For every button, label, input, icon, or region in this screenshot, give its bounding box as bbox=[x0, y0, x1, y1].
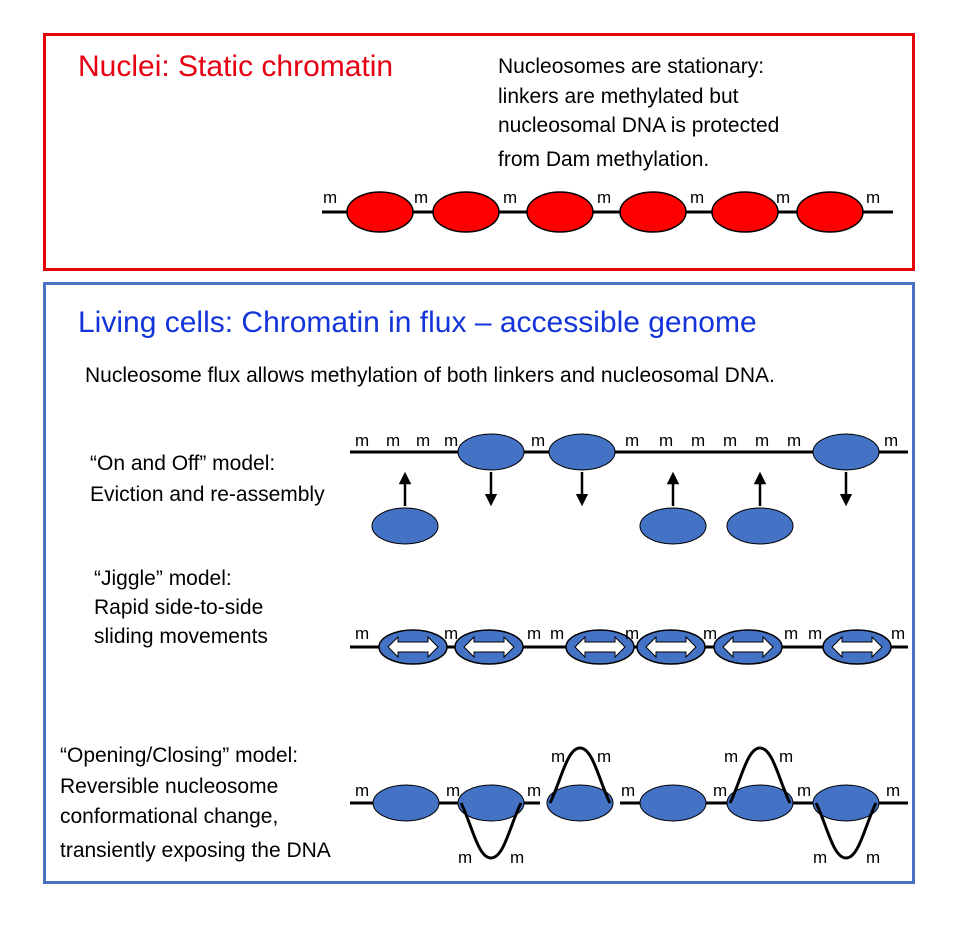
methyl-mark: m bbox=[531, 431, 545, 450]
nucleosome-red bbox=[711, 191, 779, 233]
jiggle-model-description-line-1: Rapid side-to-side bbox=[94, 596, 264, 619]
on-off-model-diagram: m m m m m m m m m m m m bbox=[350, 431, 908, 545]
nucleosome-red bbox=[796, 191, 864, 233]
nuclei-description-line-4: from Dam methylation. bbox=[498, 148, 710, 171]
methyl-mark: m bbox=[621, 781, 635, 800]
on-off-model-description: Eviction and re-assembly bbox=[90, 483, 325, 506]
methyl-mark: m bbox=[891, 624, 905, 643]
jiggle-model-title: “Jiggle” model: bbox=[94, 567, 232, 590]
methyl-mark: m bbox=[597, 188, 611, 207]
opening-nucleosome bbox=[726, 784, 794, 822]
evicted-nucleosome bbox=[726, 507, 794, 545]
nucleosome-blue bbox=[372, 784, 440, 822]
methyl-mark: m bbox=[813, 848, 827, 867]
methyl-mark: m bbox=[779, 747, 793, 766]
methyl-mark: m bbox=[355, 781, 369, 800]
exposed-dna-loop bbox=[548, 746, 612, 804]
methyl-mark: m bbox=[703, 624, 717, 643]
methyl-mark: m bbox=[625, 431, 639, 450]
opening-nucleosome bbox=[457, 784, 525, 822]
methyl-mark: m bbox=[444, 431, 458, 450]
opening-closing-model-description-line-3: transiently exposing the DNA bbox=[60, 839, 331, 862]
methyl-mark: m bbox=[355, 624, 369, 643]
nucleosome-red bbox=[432, 191, 500, 233]
sliding-nucleosome bbox=[454, 629, 524, 665]
nucleosome-red bbox=[346, 191, 414, 233]
methyl-mark: m bbox=[866, 848, 880, 867]
on-off-model-title: “On and Off” model: bbox=[90, 452, 276, 475]
methyl-marks: m m m m m m m m m m m m m m m bbox=[355, 747, 900, 867]
methyl-mark: m bbox=[625, 624, 639, 643]
methyl-mark: m bbox=[444, 624, 458, 643]
opening-nucleosome bbox=[546, 784, 614, 822]
methyl-mark: m bbox=[503, 188, 517, 207]
methyl-mark: m bbox=[691, 431, 705, 450]
living-cells-panel bbox=[43, 282, 915, 884]
methyl-mark: m bbox=[446, 781, 460, 800]
nucleosome-blue bbox=[812, 433, 880, 471]
evicted-nucleosome bbox=[371, 507, 439, 545]
exposed-dna-loop bbox=[728, 746, 792, 804]
nuclei-description-line-2: linkers are methylated but bbox=[498, 85, 739, 108]
sliding-nucleosome bbox=[378, 629, 448, 665]
opening-closing-model-description-line-2: conformational change, bbox=[60, 805, 279, 828]
methyl-mark: m bbox=[527, 624, 541, 643]
nucleosome-red bbox=[619, 191, 687, 233]
sliding-nucleosome bbox=[636, 629, 706, 665]
methyl-marks: m m m m m m m m m m m m bbox=[355, 431, 898, 450]
evicted-nucleosome bbox=[639, 507, 707, 545]
methyl-mark: m bbox=[724, 747, 738, 766]
methyl-mark: m bbox=[659, 431, 673, 450]
methyl-mark: m bbox=[355, 431, 369, 450]
methyl-mark: m bbox=[886, 781, 900, 800]
methyl-mark: m bbox=[787, 431, 801, 450]
methyl-mark: m bbox=[416, 431, 430, 450]
sliding-nucleosome bbox=[822, 629, 892, 665]
methyl-mark: m bbox=[866, 188, 880, 207]
sliding-nucleosome bbox=[713, 629, 783, 665]
methyl-mark: m bbox=[323, 188, 337, 207]
methyl-mark: m bbox=[723, 431, 737, 450]
methyl-mark: m bbox=[527, 781, 541, 800]
nuclei-panel bbox=[43, 33, 915, 271]
methyl-mark: m bbox=[690, 188, 704, 207]
static-chromatin-strand: m m m m m m m bbox=[322, 188, 893, 233]
opening-closing-model-diagram: m m m m m m m m m m m m m m m bbox=[350, 746, 908, 867]
methyl-mark: m bbox=[784, 624, 798, 643]
jiggle-model-diagram: m m m m m m m m m bbox=[350, 624, 908, 665]
methyl-mark: m bbox=[551, 747, 565, 766]
methyl-mark: m bbox=[755, 431, 769, 450]
nucleosome-blue bbox=[457, 433, 525, 471]
exposed-dna-loop bbox=[814, 802, 878, 860]
methyl-mark: m bbox=[550, 624, 564, 643]
opening-nucleosome bbox=[812, 784, 880, 822]
methyl-mark: m bbox=[597, 747, 611, 766]
jiggle-model-description-line-2: sliding movements bbox=[94, 625, 268, 648]
nuclei-description-line-1: Nucleosomes are stationary: bbox=[498, 55, 765, 78]
sliding-nucleosome bbox=[565, 629, 635, 665]
methyl-mark: m bbox=[797, 781, 811, 800]
methyl-mark: m bbox=[386, 431, 400, 450]
methyl-mark: m bbox=[776, 188, 790, 207]
nucleosome-blue bbox=[639, 784, 707, 822]
nuclei-title: Nuclei: Static chromatin bbox=[78, 50, 394, 83]
opening-closing-model-description-line-1: Reversible nucleosome bbox=[60, 775, 279, 798]
opening-closing-model-title: “Opening/Closing” model: bbox=[60, 744, 299, 767]
living-cells-subtitle: Nucleosome flux allows methylation of bo… bbox=[85, 364, 775, 387]
nuclei-description-line-3: nucleosomal DNA is protected bbox=[498, 114, 780, 137]
methyl-mark: m bbox=[713, 781, 727, 800]
methyl-mark: m bbox=[808, 624, 822, 643]
methyl-mark: m bbox=[884, 431, 898, 450]
methyl-mark: m bbox=[414, 188, 428, 207]
methyl-marks: m m m m m m m bbox=[323, 188, 880, 207]
nucleosome-red bbox=[526, 191, 594, 233]
methyl-mark: m bbox=[510, 848, 524, 867]
exposed-dna-loop bbox=[459, 802, 523, 860]
methyl-mark: m bbox=[458, 848, 472, 867]
methyl-marks: m m m m m m m m m bbox=[355, 624, 905, 643]
nucleosome-blue bbox=[548, 433, 616, 471]
living-cells-title: Living cells: Chromatin in flux – access… bbox=[78, 306, 757, 339]
